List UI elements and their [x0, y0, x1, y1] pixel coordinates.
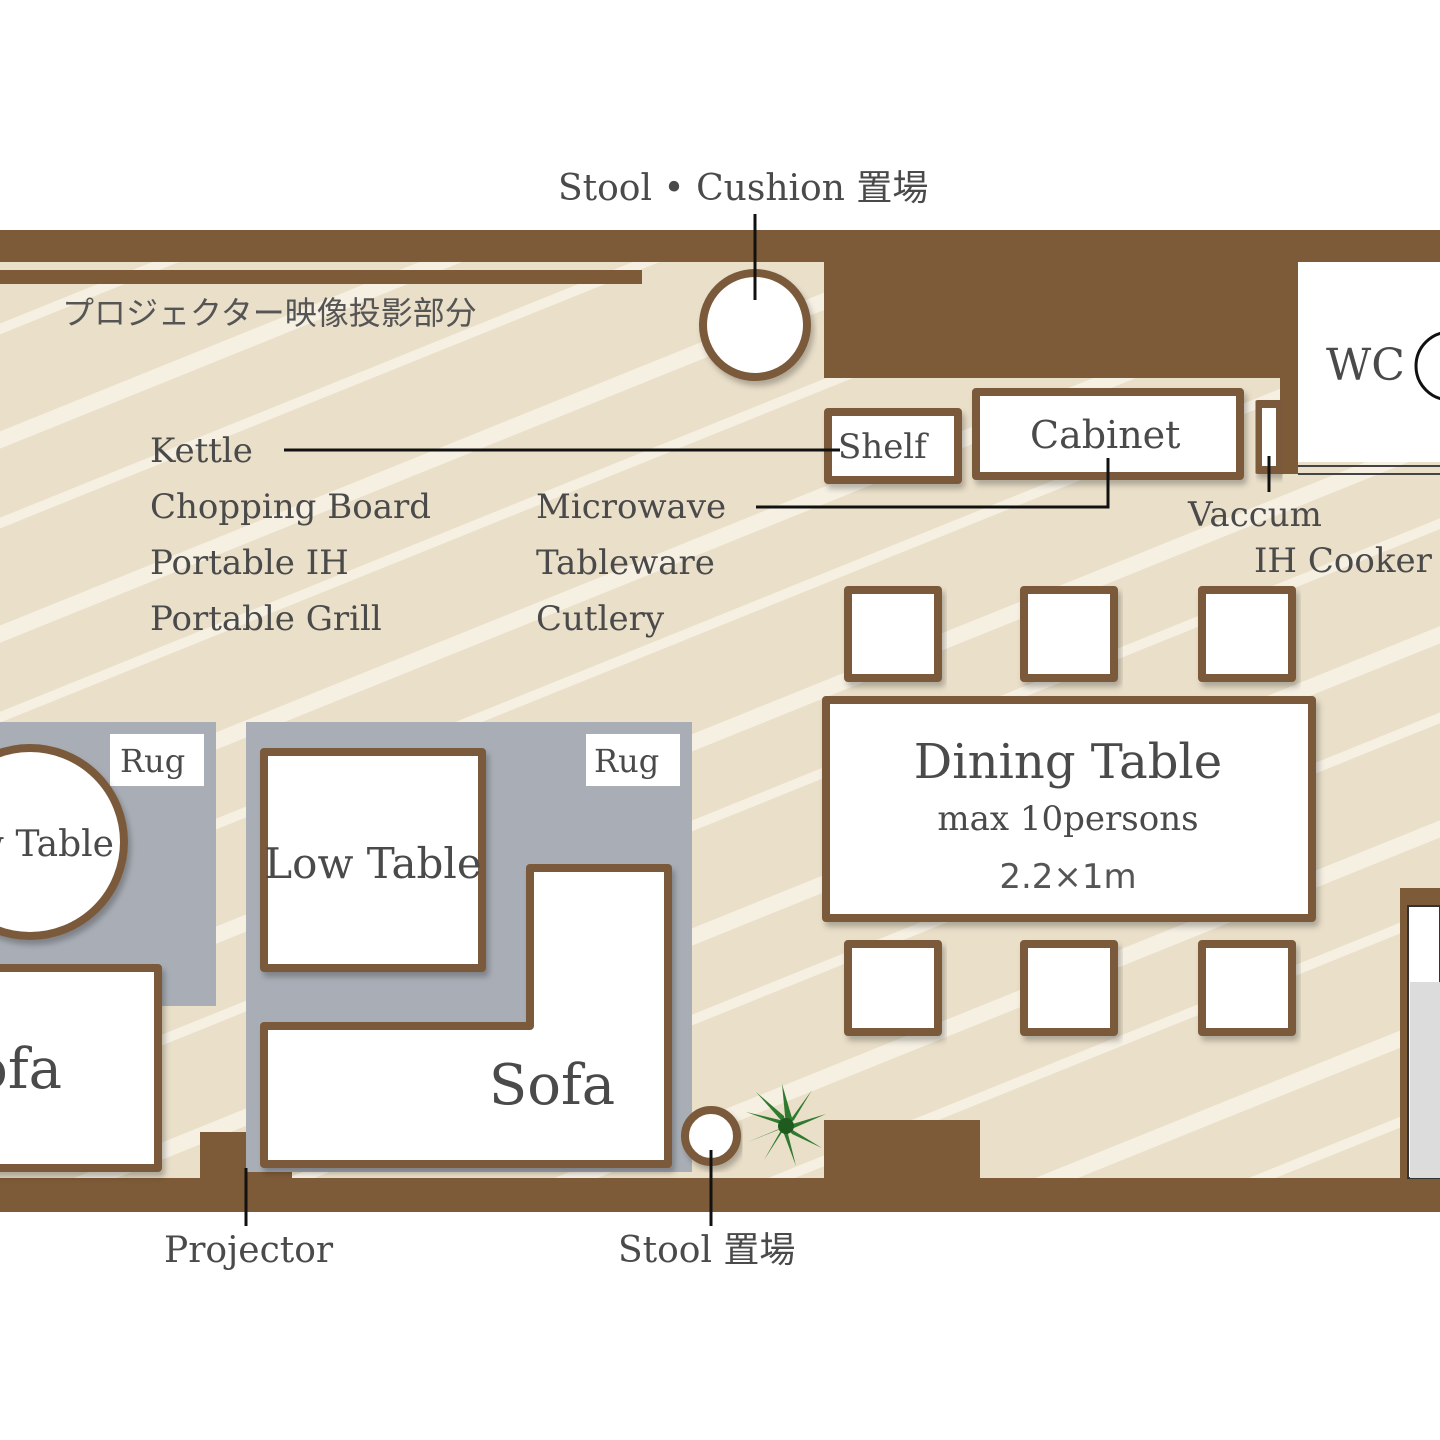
chopping-board-label: Chopping Board [150, 487, 431, 527]
dining-chair [844, 940, 942, 1036]
dining-capacity-label: max 10persons [937, 799, 1198, 839]
sofa-left [0, 964, 162, 1172]
dining-chair [1020, 586, 1118, 682]
low-table-square [260, 748, 486, 972]
sofa-left-label: Sofa [0, 1037, 62, 1102]
wc-wall [1280, 262, 1298, 474]
projection-screen-line [0, 270, 642, 284]
dining-chairs-top [844, 586, 1296, 682]
plant-icon [746, 1084, 826, 1166]
dining-chairs-bottom [844, 940, 1296, 1036]
dining-table-label: Dining Table [914, 734, 1222, 790]
shelf-label: Shelf [838, 427, 929, 467]
low-table-square-label: Low Table [264, 839, 481, 888]
dining-chair [1020, 940, 1118, 1036]
right-storage-grey [1410, 982, 1440, 1178]
toilet [1414, 331, 1440, 401]
dining-size-label: 2.2×1m [999, 857, 1136, 897]
cabinet-label: Cabinet [1030, 413, 1180, 457]
shelf [824, 408, 962, 484]
kettle-label: Kettle [150, 431, 253, 471]
portable-grill-label: Portable Grill [150, 599, 382, 639]
cutlery-label: Cutlery [536, 599, 665, 639]
vaccum-label: Vaccum [1187, 495, 1322, 535]
kitchen-counter [824, 262, 1286, 378]
tableware-label: Tableware [536, 543, 715, 583]
microwave-leader [756, 458, 1110, 509]
projector-label: Projector [164, 1230, 334, 1271]
ih-cooker-label: IH Cooker [1254, 541, 1433, 581]
sofa-right-label: Sofa [489, 1053, 615, 1118]
dining-chair [1198, 940, 1296, 1036]
stool-spot-label: Stool 置場 [618, 1230, 795, 1271]
low-table-round [0, 744, 128, 940]
stool-cushion-label: Stool • Cushion 置場 [558, 168, 928, 209]
rug-right-label-box [586, 734, 680, 786]
rug-left-label-box [110, 734, 204, 786]
dining-chair [844, 586, 942, 682]
portable-ih-label: Portable IH [150, 543, 349, 583]
sofa-right [260, 864, 672, 1168]
rug-right-label: Rug [594, 742, 659, 780]
top-wall [0, 230, 1440, 262]
projection-area-label: プロジェクター映像投影部分 [62, 294, 477, 332]
wc-label: WC [1326, 340, 1405, 391]
low-table-round-label: Low Table [0, 824, 114, 865]
rug-left-label: Rug [120, 742, 185, 780]
dining-table [822, 696, 1316, 922]
bottom-wall [0, 1178, 1440, 1212]
bottom-storage [824, 1120, 980, 1180]
dining-chair [1198, 586, 1296, 682]
microwave-label: Microwave [536, 487, 726, 527]
